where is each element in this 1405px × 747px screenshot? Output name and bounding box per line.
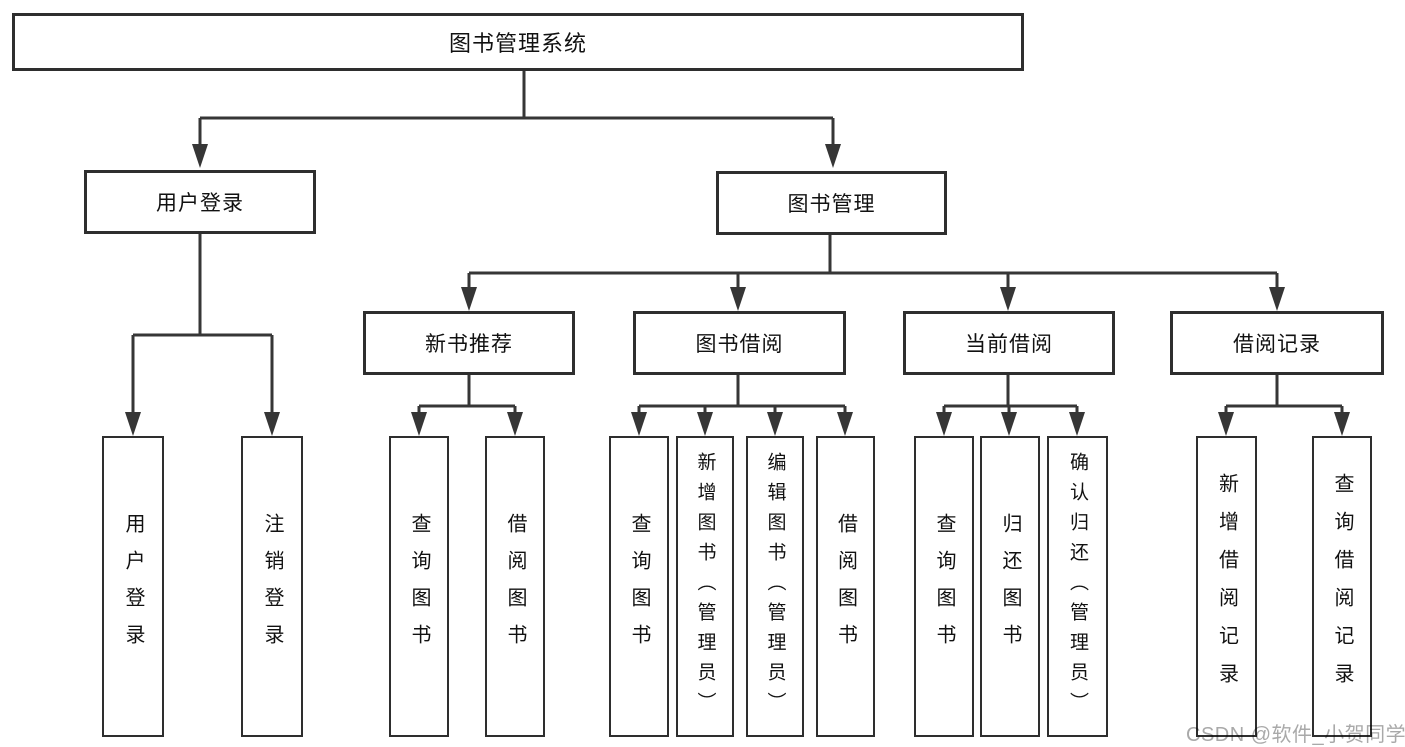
leaf-cb-query-book: 查询图书: [914, 436, 974, 737]
node-new-book-recommend-label: 新书推荐: [425, 333, 513, 356]
connector-book-mgmt: [461, 234, 1285, 311]
node-root-label: 图书管理系统: [448, 31, 587, 56]
leaf-rec-query-book-label: 查询图书: [408, 512, 430, 661]
connector-root: [192, 70, 841, 168]
node-current-borrow: 当前借阅: [903, 311, 1115, 375]
leaf-logout: 注销登录: [241, 436, 303, 737]
leaf-logout-label: 注销登录: [261, 512, 283, 661]
leaf-cb-confirm-return-label: 确认归还（管理员）: [1067, 451, 1088, 722]
leaf-login-label: 用户登录: [122, 512, 144, 661]
leaf-bb-add-book: 新增图书（管理员）: [676, 436, 734, 737]
leaf-login: 用户登录: [102, 436, 164, 737]
leaf-rec-query-book: 查询图书: [389, 436, 449, 737]
leaf-cb-return-book-label: 归还图书: [999, 512, 1021, 661]
node-borrow-record: 借阅记录: [1170, 311, 1384, 375]
connector-user-login: [125, 233, 280, 436]
csdn-watermark: CSDN @软件_小贺同学: [1186, 724, 1405, 746]
node-book-borrow: 图书借阅: [633, 311, 846, 375]
leaf-bb-edit-book-label: 编辑图书（管理员）: [764, 451, 786, 722]
node-book-mgmt: 图书管理: [716, 171, 947, 235]
leaf-bb-query-book: 查询图书: [609, 436, 669, 737]
leaf-bb-query-book-label: 查询图书: [628, 512, 650, 661]
leaf-cb-confirm-return: 确认归还（管理员）: [1047, 436, 1108, 737]
node-new-book-recommend: 新书推荐: [363, 311, 575, 375]
leaf-br-add-record-label: 新增借阅记录: [1215, 472, 1238, 701]
leaf-rec-borrow-book: 借阅图书: [485, 436, 545, 737]
leaf-bb-add-book-label: 新增图书（管理员）: [694, 451, 716, 722]
leaf-br-add-record: 新增借阅记录: [1196, 436, 1257, 737]
leaf-bb-borrow-book-label: 借阅图书: [834, 512, 857, 661]
connector-current-borrow: [936, 375, 1085, 436]
leaf-rec-borrow-book-label: 借阅图书: [504, 512, 526, 661]
leaf-cb-return-book: 归还图书: [980, 436, 1040, 737]
leaf-br-query-record: 查询借阅记录: [1312, 436, 1372, 737]
node-current-borrow-label: 当前借阅: [965, 333, 1053, 356]
node-root: 图书管理系统: [12, 13, 1024, 71]
leaf-cb-query-book-label: 查询图书: [933, 512, 955, 661]
leaf-bb-edit-book: 编辑图书（管理员）: [746, 436, 804, 737]
node-user-login-label: 用户登录: [156, 192, 244, 215]
connector-book-borrow: [631, 375, 853, 436]
node-borrow-record-label: 借阅记录: [1233, 333, 1321, 356]
node-book-borrow-label: 图书借阅: [695, 333, 784, 356]
node-user-login: 用户登录: [84, 170, 316, 234]
connector-borrow-record: [1218, 375, 1350, 436]
node-book-mgmt-label: 图书管理: [787, 193, 876, 216]
leaf-br-query-record-label: 查询借阅记录: [1331, 472, 1353, 701]
leaf-bb-borrow-book: 借阅图书: [816, 436, 875, 737]
connector-new-book-recommend: [411, 375, 523, 436]
